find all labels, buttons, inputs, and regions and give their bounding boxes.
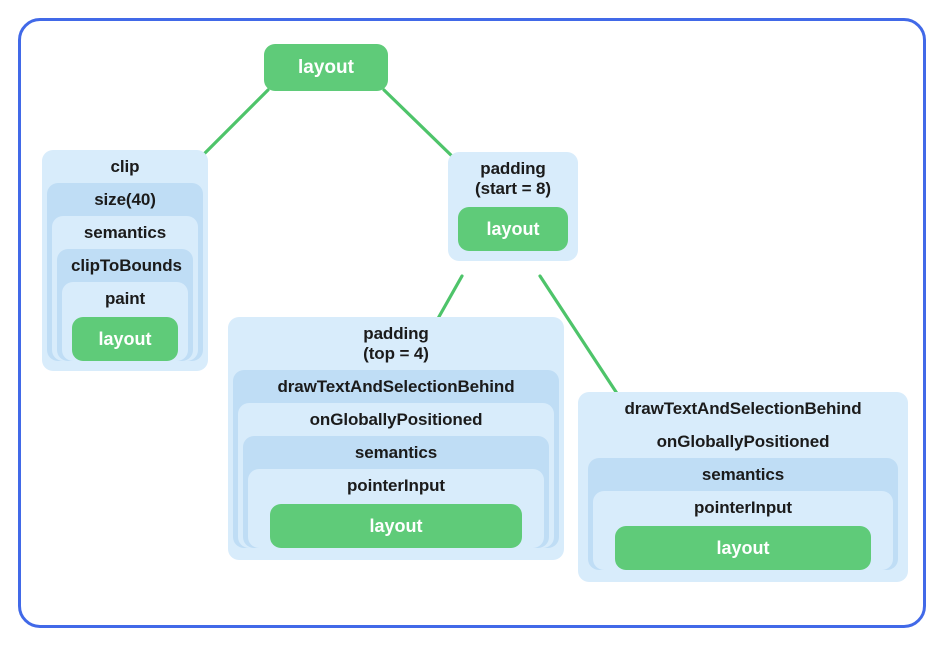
- node-layout-leaf[interactable]: layout: [270, 504, 522, 549]
- node-drawtextandselectionbehind[interactable]: drawTextAndSelectionBehind onGloballyPos…: [233, 370, 559, 549]
- node-ongloballypositioned[interactable]: onGloballyPositioned semantics pointerIn…: [238, 403, 554, 549]
- node-label-line2: (top = 4): [363, 344, 429, 364]
- node-layout-leaf[interactable]: layout: [615, 526, 871, 571]
- node-padding-top[interactable]: padding(top = 4) drawTextAndSelectionBeh…: [228, 317, 564, 561]
- node-label: semantics: [83, 223, 167, 243]
- node-label: semantics: [701, 465, 785, 485]
- node-size40[interactable]: size(40) semantics clipToBounds paint la…: [47, 183, 203, 362]
- node-root-layout[interactable]: layout: [264, 44, 388, 91]
- node-label: layout: [298, 57, 354, 78]
- node-label: clipToBounds: [71, 256, 182, 276]
- node-ongloballypositioned[interactable]: onGloballyPositioned semantics pointerIn…: [583, 425, 903, 571]
- node-label: layout: [369, 516, 423, 537]
- node-semantics[interactable]: semantics clipToBounds paint layout: [52, 216, 198, 362]
- node-cliptobounds[interactable]: clipToBounds paint layout: [57, 249, 193, 362]
- node-pointerinput[interactable]: pointerInput layout: [593, 491, 893, 571]
- node-label: layout: [716, 538, 770, 559]
- node-layout-leaf[interactable]: layout: [458, 207, 568, 252]
- node-label: drawTextAndSelectionBehind: [624, 399, 862, 418]
- node-paint[interactable]: paint layout: [62, 282, 188, 362]
- node-clip[interactable]: clip size(40) semantics clipToBounds pai…: [42, 150, 208, 372]
- node-label: pointerInput: [694, 498, 792, 518]
- node-layout-leaf[interactable]: layout: [72, 317, 178, 362]
- node-drawtextandselectionbehind[interactable]: drawTextAndSelectionBehind onGloballyPos…: [578, 392, 908, 583]
- node-label: drawTextAndSelectionBehind: [277, 377, 515, 397]
- node-semantics[interactable]: semantics pointerInput layout: [243, 436, 549, 549]
- node-label: layout: [98, 329, 152, 350]
- node-label: padding(start = 8): [448, 152, 578, 205]
- node-semantics[interactable]: semantics pointerInput layout: [588, 458, 898, 571]
- node-label: layout: [486, 219, 540, 240]
- node-label: size(40): [94, 190, 156, 210]
- node-label: clip: [110, 157, 140, 176]
- node-label: semantics: [354, 443, 438, 463]
- node-label: onGloballyPositioned: [309, 410, 483, 430]
- node-label: padding(top = 4): [228, 317, 564, 370]
- node-pointerinput[interactable]: pointerInput layout: [248, 469, 544, 549]
- node-label-line1: padding: [363, 324, 429, 343]
- node-label: paint: [104, 289, 146, 309]
- node-label: pointerInput: [347, 476, 445, 496]
- node-label-line2: (start = 8): [475, 179, 551, 199]
- node-padding-start[interactable]: padding(start = 8) layout: [448, 152, 578, 262]
- node-label: onGloballyPositioned: [656, 432, 830, 452]
- node-label-line1: padding: [480, 159, 546, 178]
